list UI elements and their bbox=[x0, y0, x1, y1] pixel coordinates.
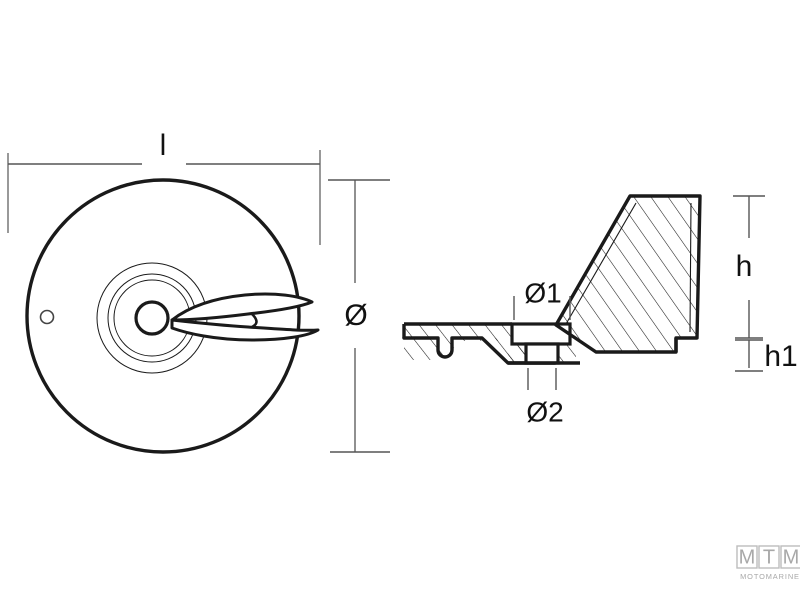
dimension-diameter-1-lines bbox=[513, 296, 571, 320]
dimension-h-label: h bbox=[736, 250, 753, 283]
fin-leading-edge-inner-line bbox=[565, 202, 637, 325]
logo-letter-m1: M bbox=[739, 546, 756, 568]
dimension-diameter-lines bbox=[328, 179, 390, 453]
logo-letter-m2: M bbox=[783, 546, 800, 568]
fin-blade-lower bbox=[170, 318, 320, 342]
logo-subtitle: MOTOMARINE bbox=[740, 572, 800, 581]
dimension-l-label: l bbox=[160, 129, 167, 162]
boss-right-hatch bbox=[558, 344, 576, 363]
dimension-h1-lines bbox=[735, 339, 763, 372]
fin-trailing-edge-inner-line bbox=[689, 202, 692, 333]
dimension-diameter-2-lines bbox=[527, 368, 557, 390]
dimension-h-lines bbox=[733, 195, 765, 339]
dimension-h1-label: h1 bbox=[764, 340, 797, 373]
logo-box-m1 bbox=[736, 545, 758, 569]
hub-bore-circle bbox=[134, 300, 170, 336]
mtm-logo-watermark: M T M MOTOMARINE bbox=[736, 545, 800, 581]
fin-tip-divider bbox=[251, 313, 258, 329]
dimension-diameter-label: Ø bbox=[344, 299, 367, 332]
logo-box-m2 bbox=[780, 545, 800, 569]
dimension-l-lines bbox=[7, 150, 321, 245]
logo-letter-t: T bbox=[763, 546, 775, 568]
fin-section-hatch bbox=[556, 196, 700, 352]
plate-hatch-fill bbox=[404, 324, 512, 360]
locating-hole bbox=[39, 309, 55, 325]
dimension-diameter-2-label: Ø2 bbox=[526, 396, 563, 427]
logo-box-t bbox=[758, 545, 780, 569]
boss-lower-rect bbox=[524, 342, 560, 365]
front-view-group: l Ø bbox=[7, 129, 390, 454]
section-view-group: Ø1 Ø2 h h1 bbox=[402, 194, 798, 427]
plate-bottom-profile-with-hook bbox=[402, 336, 557, 365]
dimension-diameter-1-label: Ø1 bbox=[524, 277, 561, 308]
boss-left-hatch bbox=[508, 344, 526, 363]
fin-blade-upper bbox=[170, 292, 314, 322]
